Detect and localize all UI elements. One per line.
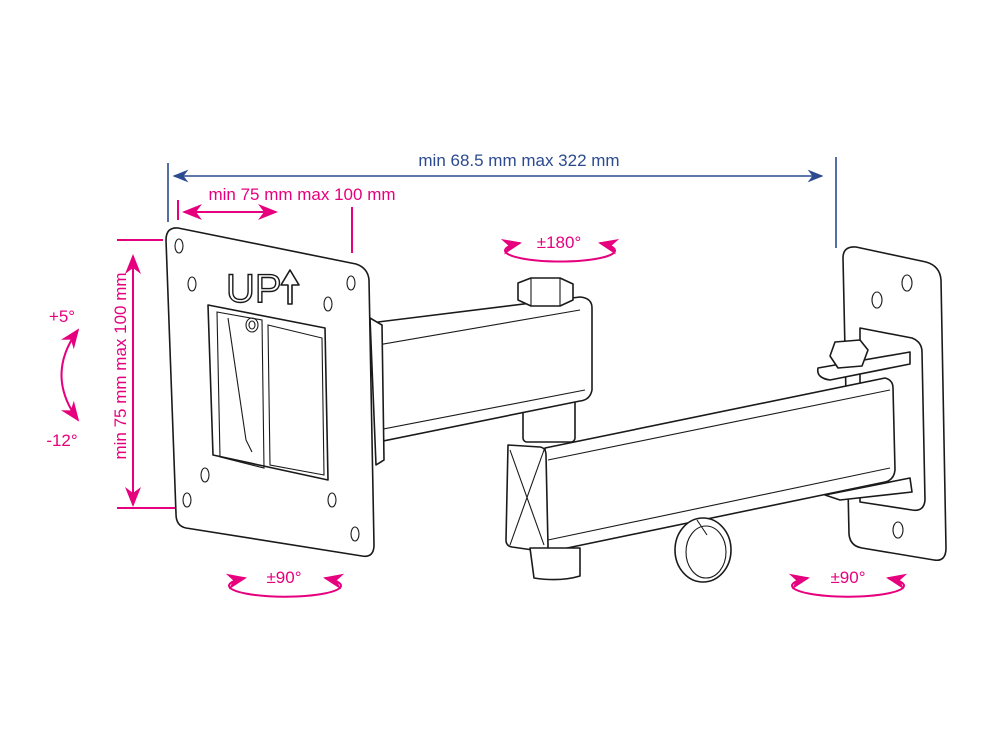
head-swivel-label: ±90° bbox=[266, 568, 301, 587]
vesa-horizontal-dimension: min 75 mm max 100 mm bbox=[177, 185, 396, 253]
arm-swivel-label: ±180° bbox=[537, 233, 582, 252]
tilt-indicator: +5° -12° bbox=[46, 307, 80, 450]
hex-nut-icon bbox=[829, 339, 869, 369]
spring-icon bbox=[245, 317, 259, 333]
tilt-arrow-icon bbox=[60, 328, 80, 422]
overall-width-label: min 68.5 mm max 322 mm bbox=[418, 151, 619, 170]
up-arrow-icon bbox=[280, 269, 300, 305]
wall-arm bbox=[505, 377, 896, 583]
overall-width-dimension: min 68.5 mm max 322 mm bbox=[167, 151, 837, 248]
vesa-vertical-dimension: min 75 mm max 100 mm bbox=[111, 239, 185, 509]
cable-ring-icon bbox=[674, 517, 732, 583]
wall-swivel-label: ±90° bbox=[830, 568, 865, 587]
rotate-arrow-icon bbox=[500, 238, 620, 263]
hex-bolt-icon bbox=[517, 277, 574, 307]
tilt-down-label: -12° bbox=[46, 431, 77, 450]
monitor-arm bbox=[369, 277, 593, 466]
head-swivel-indicator: ±90° bbox=[225, 568, 345, 598]
rotate-arrow-icon bbox=[225, 573, 345, 598]
arm-swivel-indicator: ±180° bbox=[500, 233, 620, 263]
monitor-plate: UP bbox=[165, 227, 375, 558]
bottom-nut-icon bbox=[529, 547, 581, 581]
vesa-vertical-label: min 75 mm max 100 mm bbox=[111, 272, 130, 459]
tilt-up-label: +5° bbox=[49, 307, 75, 326]
up-label: UP bbox=[226, 267, 282, 311]
rotate-arrow-icon bbox=[788, 573, 908, 598]
wall-swivel-indicator: ±90° bbox=[788, 568, 908, 598]
vesa-horizontal-label: min 75 mm max 100 mm bbox=[208, 185, 395, 204]
